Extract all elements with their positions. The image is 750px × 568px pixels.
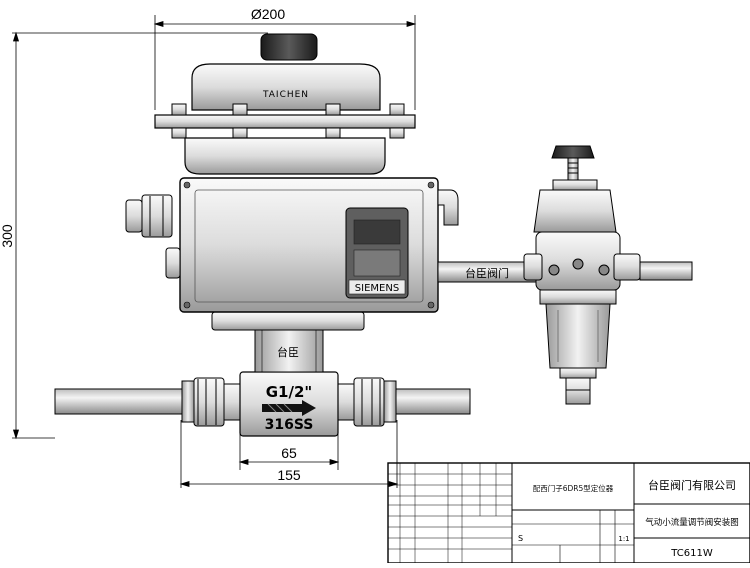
pipe-right [391, 388, 471, 415]
actuator-brand: TAICHEN [262, 90, 309, 100]
regulator-outlet-line [639, 261, 693, 281]
pipe-left [54, 388, 191, 415]
dimension-top-value: Ø200 [251, 6, 285, 22]
air-elbow [437, 189, 459, 226]
side-plug [165, 247, 181, 279]
actuator-cap [260, 33, 318, 61]
flow-arrow-icon [262, 400, 316, 416]
company-name: 台臣阀门有限公司 [648, 478, 736, 492]
valve-neck [254, 329, 324, 373]
actuator-lower-housing [184, 137, 386, 175]
dimension-height-value: 300 [0, 224, 15, 248]
thread-label: G1/2" [266, 383, 312, 401]
title-block-grid [388, 463, 512, 563]
title-block-note: 配西门子6DR5型定位器 [533, 483, 614, 493]
cable-gland [125, 194, 173, 238]
drawing-name: 气动小流量调节阀安装图 [645, 517, 739, 528]
dimension-body [238, 420, 340, 470]
actuator-upper-housing [191, 63, 381, 111]
dimension-body-value: 65 [281, 445, 297, 461]
regulator-knob-icon [551, 145, 595, 159]
dimension-overall [179, 420, 399, 488]
positioner-brand: SIEMENS [355, 283, 399, 294]
dimension-top [153, 15, 417, 110]
positioner-screws [183, 181, 435, 309]
material-label: 316SS [265, 417, 314, 433]
title-block-mark: S [518, 534, 523, 543]
air-line-label: 台臣阀门 [465, 266, 509, 280]
mounting-bracket [211, 311, 365, 331]
filter-regulator [523, 145, 641, 405]
neck-label: 台臣 [277, 345, 299, 359]
drawing-number: TC611W [670, 548, 713, 559]
dimension-overall-value: 155 [277, 467, 301, 483]
actuator-flange [154, 114, 416, 129]
dimension-height [12, 31, 268, 440]
fitting-left [181, 377, 243, 427]
fitting-right [335, 377, 397, 427]
actuator-bolts [171, 103, 405, 139]
title-block-scale: 1:1 [618, 535, 629, 543]
